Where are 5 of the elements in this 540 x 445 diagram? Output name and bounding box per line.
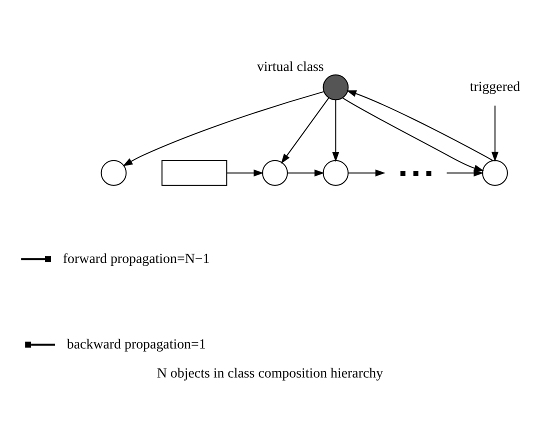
node-label: virtual class xyxy=(256,60,324,76)
node-text: triggered xyxy=(470,80,520,96)
legend-label: backward propagation=1 xyxy=(66,337,206,352)
caption: N objects in class composition hierarchy xyxy=(156,366,384,382)
legend-label: forward propagation=N−1 xyxy=(62,252,210,267)
